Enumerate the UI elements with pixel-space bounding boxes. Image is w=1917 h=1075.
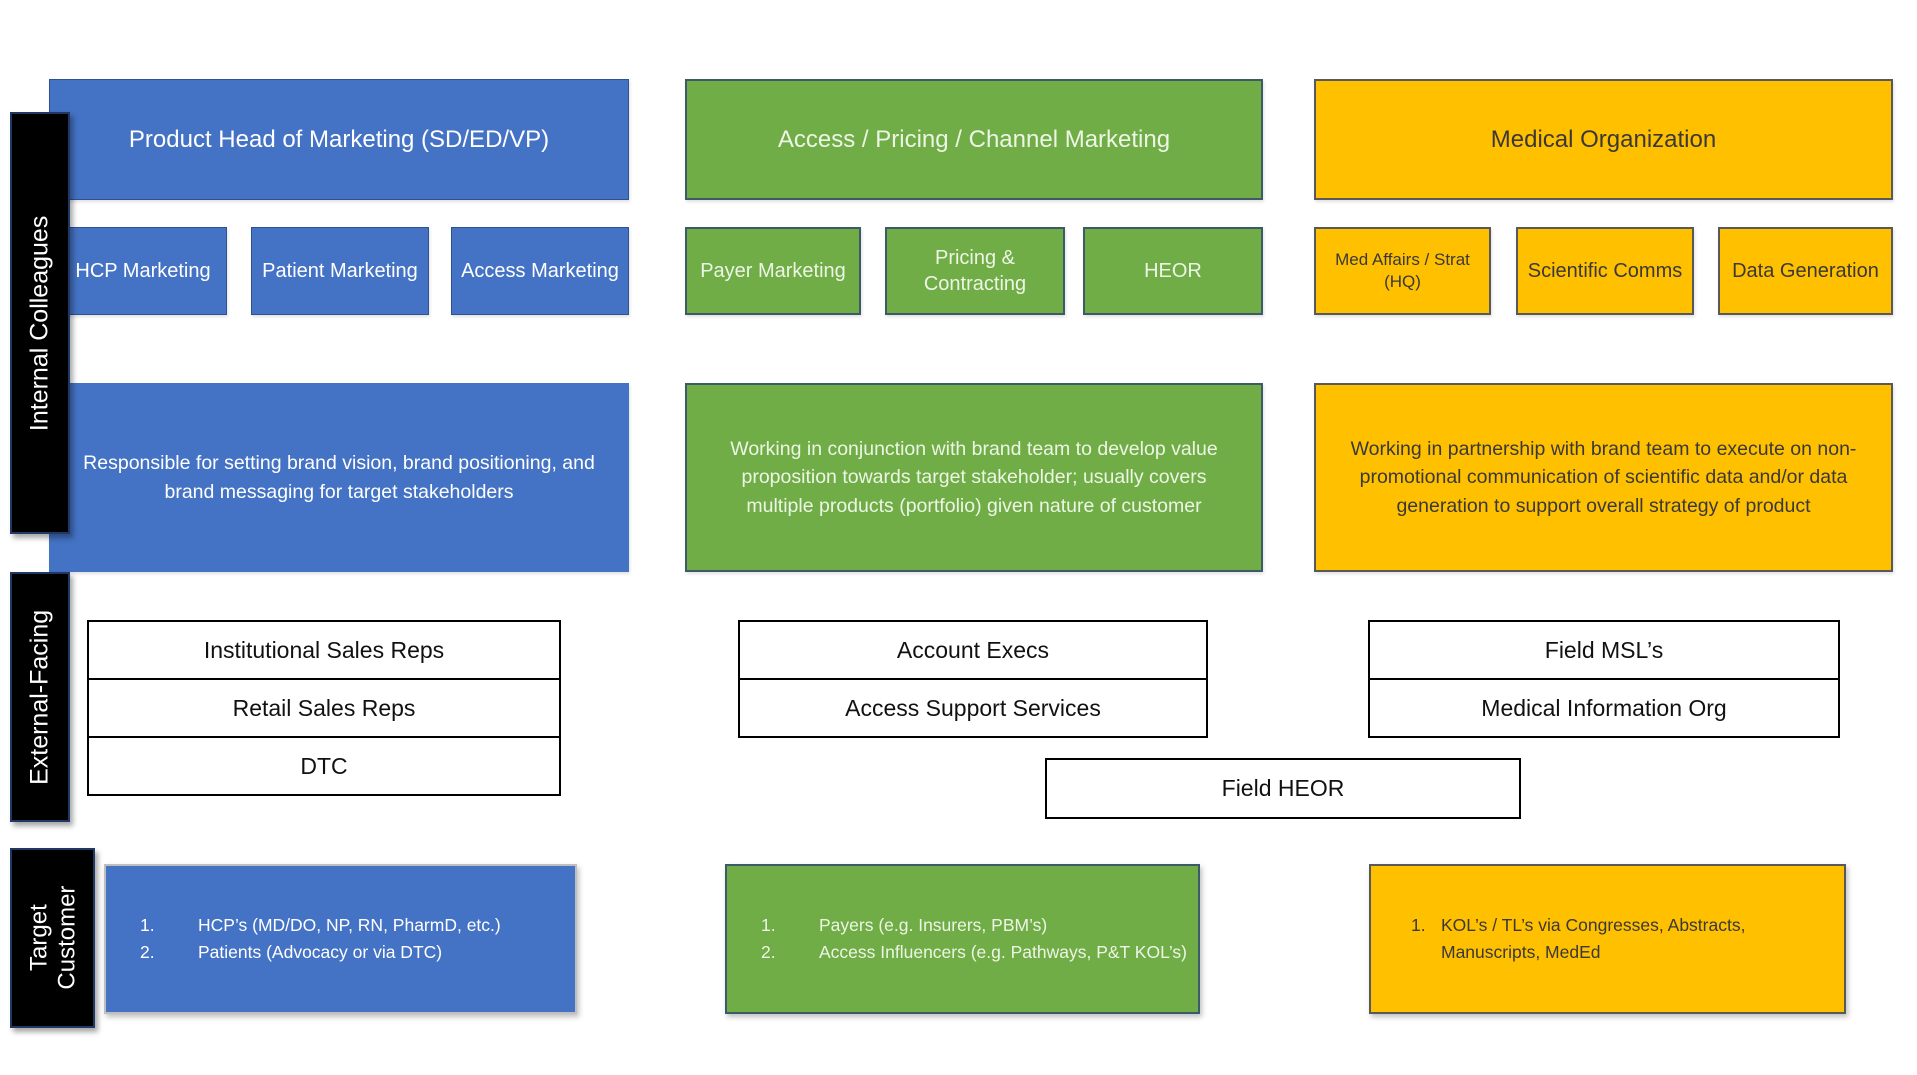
target-customer-item: Access Influencers (e.g. Pathways, P&T K… (819, 942, 1187, 962)
target-customer-item: HCP’s (MD/DO, NP, RN, PharmD, etc.) (198, 914, 501, 935)
sub-box-scientific-comms: Scientific Comms (1516, 227, 1694, 315)
target-customer-box-medical: KOL’s / TL’s via Congresses, Abstracts, … (1369, 864, 1846, 1014)
external-box-field-heor: Field HEOR (1221, 775, 1345, 801)
external-box-institutional-sales-reps: Institutional Sales Reps (203, 636, 445, 663)
target-customer-list-access: Payers (e.g. Insurers, PBM’s) Access Inf… (727, 912, 1198, 966)
sub-box-access-marketing: Access Marketing (451, 227, 629, 315)
sub-box-payer-marketing: Payer Marketing (685, 227, 861, 315)
external-box-field-heor-container: Field HEOR (1045, 758, 1521, 819)
row-label-internal-colleagues: Internal Colleagues (10, 112, 70, 534)
description-marketing: Responsible for setting brand vision, br… (49, 383, 629, 572)
external-boxes-medical: Field MSL’s Medical Information Org (1368, 620, 1840, 738)
header-medical-organization: Medical Organization (1314, 79, 1893, 200)
target-customer-box-access: Payers (e.g. Insurers, PBM’s) Access Inf… (725, 864, 1200, 1014)
sub-box-hcp-marketing: HCP Marketing (59, 227, 227, 315)
external-box-access-support-services: Access Support Services (740, 678, 1206, 736)
row-label-target-customer: Target Customer (10, 848, 95, 1028)
external-boxes-marketing: Institutional Sales Reps Retail Sales Re… (87, 620, 561, 796)
description-medical: Working in partnership with brand team t… (1314, 383, 1893, 572)
target-customer-item: Payers (e.g. Insurers, PBM’s) (819, 914, 1048, 935)
sub-box-med-affairs-strat: Med Affairs / Strat (HQ) (1314, 227, 1491, 315)
target-customer-list-medical: KOL’s / TL’s via Congresses, Abstracts, … (1371, 912, 1844, 966)
external-box-dtc: DTC (89, 736, 559, 794)
target-customer-item: KOL’s / TL’s via Congresses, Abstracts, … (1441, 914, 1746, 962)
target-customer-box-marketing: HCP’s (MD/DO, NP, RN, PharmD, etc.) Pati… (104, 864, 577, 1014)
target-customer-list-marketing: HCP’s (MD/DO, NP, RN, PharmD, etc.) Pati… (106, 912, 575, 966)
row-label-external-facing-text: External-Facing (25, 609, 54, 785)
description-access-pricing: Working in conjunction with brand team t… (685, 383, 1263, 572)
row-label-internal-colleagues-text: Internal Colleagues (25, 215, 54, 431)
header-product-head-of-marketing: Product Head of Marketing (SD/ED/VP) (49, 79, 629, 200)
sub-box-heor: HEOR (1083, 227, 1263, 315)
row-label-external-facing: External-Facing (10, 572, 70, 822)
target-customer-item: Patients (Advocacy or via DTC) (198, 942, 443, 962)
sub-box-data-generation: Data Generation (1718, 227, 1893, 315)
external-box-medical-information-org: Medical Information Org (1370, 678, 1838, 736)
sub-box-pricing-contracting: Pricing & Contracting (885, 227, 1065, 315)
sub-box-patient-marketing: Patient Marketing (251, 227, 429, 315)
external-boxes-access: Account Execs Access Support Services (738, 620, 1208, 738)
external-box-retail-sales-reps: Retail Sales Reps (89, 678, 559, 736)
external-box-account-execs: Account Execs (896, 636, 1050, 663)
row-label-target-customer-text: Target Customer (24, 885, 80, 991)
external-box-field-msls: Field MSL’s (1544, 636, 1664, 663)
header-access-pricing-channel-marketing: Access / Pricing / Channel Marketing (685, 79, 1263, 200)
